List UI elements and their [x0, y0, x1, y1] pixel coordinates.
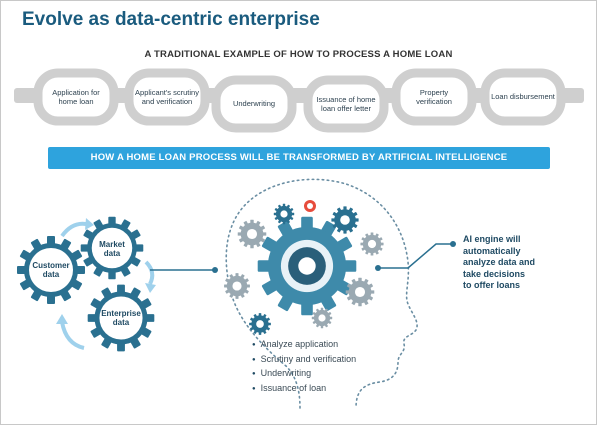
ai-step-item: Underwriting [252, 367, 356, 382]
cycle-arrowheads [56, 218, 156, 324]
chain-step-2: Applicant's scrutiny and verification [135, 87, 199, 106]
gear-market-data [80, 216, 144, 280]
ai-engine-line: analyze data and [463, 257, 536, 267]
chain-link-3 [211, 75, 297, 133]
head-outline [225, 178, 418, 409]
ai-engine-line: to offer loans [463, 280, 521, 290]
chain-step-6: Loan disbursement [491, 92, 555, 102]
chain-link-4 [303, 75, 389, 133]
chain-link-6 [480, 68, 566, 126]
ai-step-item: Scrutiny and verification [252, 353, 357, 368]
chain-step-5: Property verification [416, 87, 452, 106]
connector-right [378, 243, 452, 269]
ai-engine-line: automatically [463, 245, 521, 256]
ai-banner: HOW A HOME LOAN PROCESS WILL BE TRANSFOR… [48, 147, 550, 169]
gear-customer-data [17, 236, 85, 304]
chain-step-1: Application for home loan [52, 87, 100, 106]
brain-gears [224, 200, 384, 335]
ai-engine-line: AI engine will [463, 234, 521, 244]
ai-step-item: Issuance of loan [252, 382, 356, 397]
chain-step-4: Issuance of home loan offer letter [316, 94, 376, 113]
ai-step-item: Analyze application [252, 338, 356, 353]
chain-link-2 [124, 68, 210, 126]
gear-enterprise-data [87, 284, 155, 352]
traditional-subtitle: A TRADITIONAL EXAMPLE OF HOW TO PROCESS … [144, 49, 453, 60]
cycle-arrows [60, 221, 155, 350]
chain-link-5 [391, 68, 477, 126]
market-data-label: Market data [99, 239, 125, 259]
ai-engine-text: AI engine will automatically analyze dat… [463, 234, 573, 292]
page-title: Evolve as data-centric enterprise [22, 9, 320, 30]
chain-step-3: Underwriting [232, 99, 276, 109]
ai-engine-line: take decisions [463, 268, 526, 279]
enterprise-data-label: Enterprise data [101, 308, 141, 328]
chain-link-1 [33, 68, 119, 126]
ai-steps-list: Analyze application Scrutiny and verific… [252, 338, 357, 397]
chain-links [33, 68, 566, 133]
customer-data-label: Customer data [32, 260, 70, 280]
